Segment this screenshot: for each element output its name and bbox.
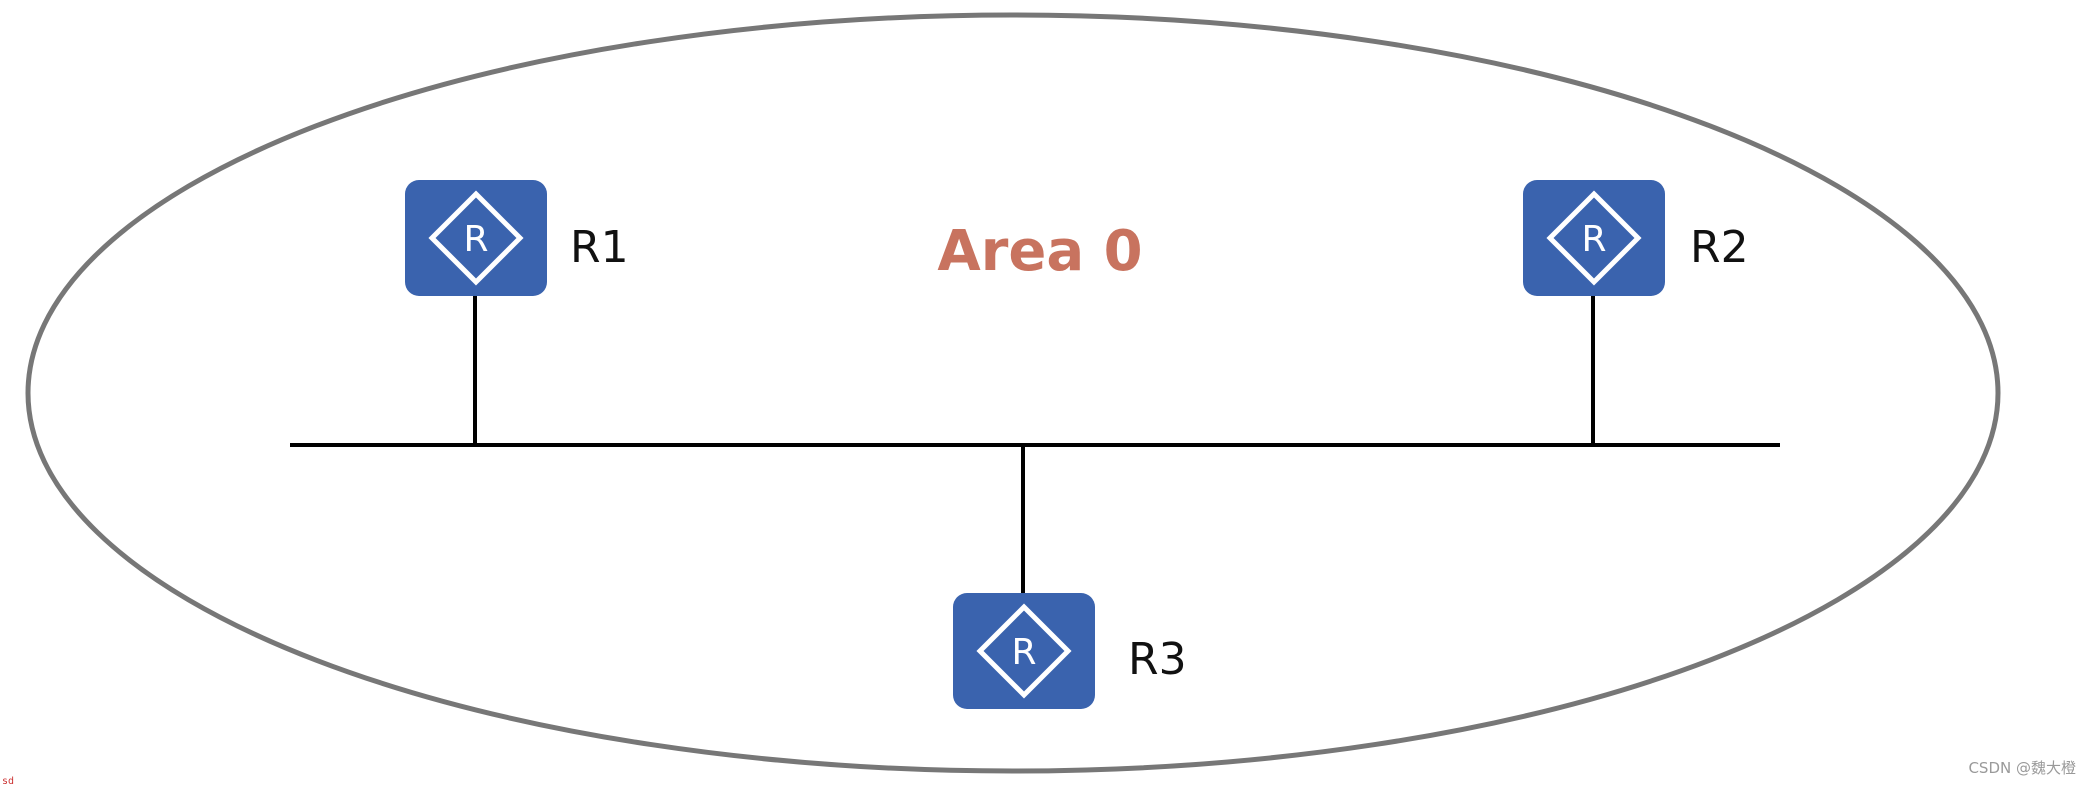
router-diamond xyxy=(976,603,1072,699)
router-glyph: R xyxy=(1581,219,1606,260)
router-diamond xyxy=(428,190,524,286)
router-label-r3: R3 xyxy=(1128,634,1187,685)
area-boundary xyxy=(25,12,2001,774)
area-label: Area 0 xyxy=(937,219,1142,284)
router-r2[interactable]: R xyxy=(1523,180,1665,296)
corner-mark: sd xyxy=(2,776,15,787)
router-glyph: R xyxy=(1011,632,1036,673)
router-label-r1: R1 xyxy=(570,222,629,273)
router-r1[interactable]: R xyxy=(405,180,547,296)
router-label-r2: R2 xyxy=(1690,222,1749,273)
router-icon xyxy=(405,180,547,296)
router-glyph: R xyxy=(463,219,488,260)
router-icon xyxy=(953,593,1095,709)
watermark: CSDN @魏大橙 xyxy=(1968,759,2076,777)
router-diamond xyxy=(1546,190,1642,286)
router-r3[interactable]: R xyxy=(953,593,1095,709)
router-icon xyxy=(1523,180,1665,296)
